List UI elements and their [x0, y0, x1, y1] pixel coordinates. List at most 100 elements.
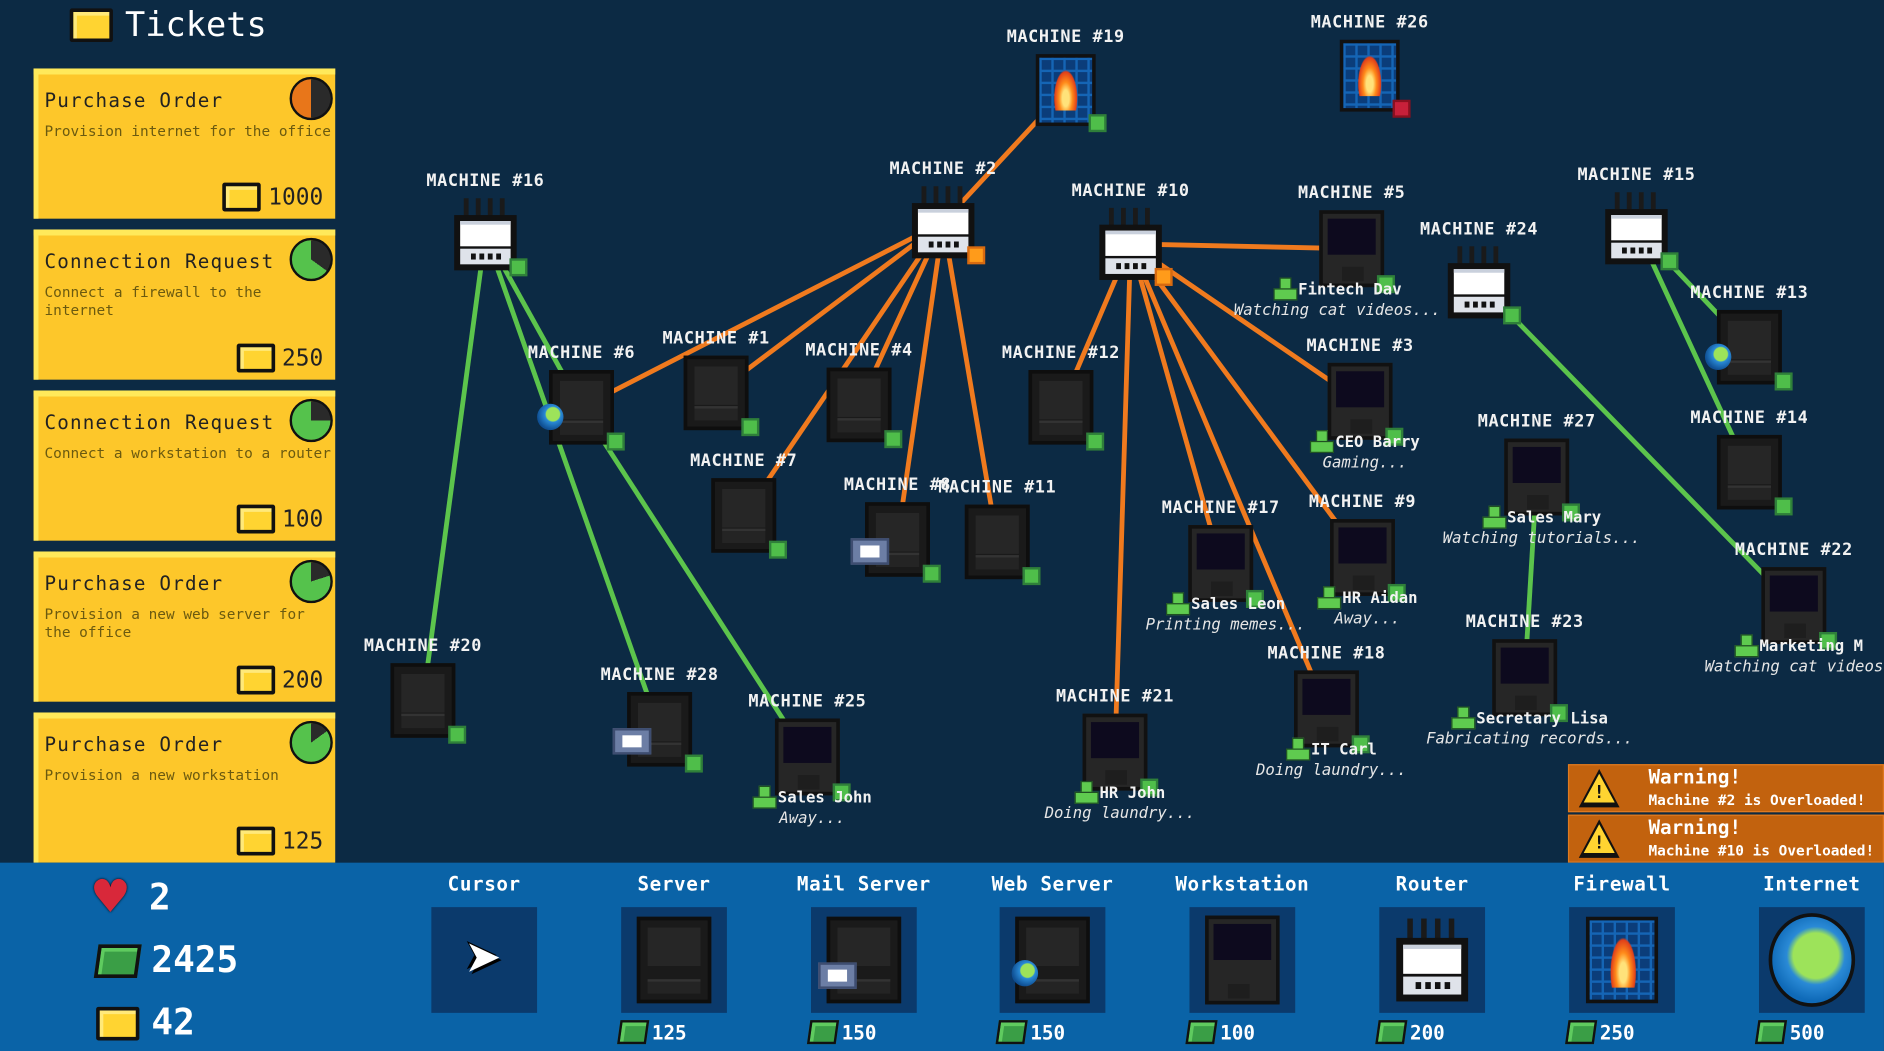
server-icon[interactable]: [390, 663, 456, 738]
timer-pie-icon: [289, 720, 333, 765]
port-icon[interactable]: [1564, 505, 1578, 520]
link-2-11[interactable]: [940, 221, 1000, 543]
port-icon[interactable]: [1088, 434, 1102, 449]
link-2-8[interactable]: [895, 221, 946, 540]
ticket-card[interactable]: Purchase Order Provision a new web serve…: [33, 551, 336, 702]
port-icon[interactable]: [609, 434, 623, 449]
ticket-card[interactable]: Purchase Order Provision internet for th…: [33, 68, 336, 219]
port-icon[interactable]: [1777, 499, 1791, 514]
link-10-9[interactable]: [1128, 242, 1365, 559]
tickets-title: Tickets: [124, 4, 267, 45]
workstation-icon[interactable]: [1188, 525, 1254, 602]
link-16-20[interactable]: [420, 233, 488, 701]
tool-internet[interactable]: Internet 500: [1734, 863, 1884, 1045]
tool-router[interactable]: Router 200: [1354, 863, 1510, 1045]
port-icon[interactable]: [1024, 569, 1039, 583]
link-10-17[interactable]: [1128, 243, 1224, 565]
ticket-card[interactable]: Purchase Order Provision a new workstati…: [33, 712, 336, 863]
link-2-6[interactable]: [580, 220, 945, 410]
server-icon[interactable]: [1716, 434, 1782, 510]
port-icon[interactable]: [687, 756, 701, 771]
server-icon[interactable]: [711, 478, 777, 553]
link-10-18[interactable]: [1128, 242, 1329, 710]
workstation-icon[interactable]: [1761, 567, 1827, 645]
workstation-icon[interactable]: [1327, 362, 1393, 440]
ticket-card[interactable]: Connection Request Connect a firewall to…: [33, 229, 336, 380]
port-icon[interactable]: [1821, 634, 1835, 648]
port-icon[interactable]: [1505, 308, 1519, 323]
router-icon[interactable]: [454, 198, 517, 271]
workstation-icon[interactable]: [1294, 670, 1359, 748]
tool-label: Workstation: [1175, 872, 1310, 896]
port-icon[interactable]: [1248, 592, 1262, 606]
link-16-28[interactable]: [483, 233, 662, 731]
firewall-icon[interactable]: [1035, 54, 1096, 127]
port-icon[interactable]: [1662, 254, 1677, 268]
server-icon[interactable]: [826, 367, 892, 443]
link-15-14[interactable]: [1634, 227, 1752, 474]
tool-server[interactable]: Server 125: [596, 863, 752, 1045]
tool-mail-server[interactable]: Mail Server 150: [786, 863, 942, 1045]
cash-icon: [806, 1020, 839, 1045]
server-icon[interactable]: [1028, 370, 1094, 445]
port-icon[interactable]: [925, 567, 939, 581]
machine-label: MACHINE #28: [600, 665, 719, 685]
tool-cursor[interactable]: Cursor ➤: [406, 863, 562, 1013]
server-icon[interactable]: [621, 907, 727, 1013]
workstation-icon[interactable]: [774, 718, 840, 796]
port-icon[interactable]: [1379, 277, 1393, 291]
port-icon[interactable]: [1552, 706, 1566, 720]
port-icon[interactable]: [1390, 586, 1404, 600]
machine-user: HR John Doing laundry...: [1045, 780, 1195, 823]
router-icon[interactable]: [911, 186, 975, 259]
port-icon[interactable]: [1157, 270, 1171, 284]
router-icon[interactable]: [1605, 192, 1668, 265]
warning-toast[interactable]: Warning! Machine #2 is Overloaded!: [1567, 764, 1884, 813]
workstation-icon[interactable]: [1504, 438, 1570, 516]
mail-server-icon[interactable]: [811, 907, 917, 1013]
port-icon[interactable]: [1394, 102, 1409, 116]
server-icon[interactable]: [964, 504, 1030, 580]
link-6-25[interactable]: [579, 406, 810, 759]
router-icon[interactable]: [1447, 246, 1511, 319]
port-icon[interactable]: [1387, 430, 1401, 444]
link-2-1[interactable]: [714, 220, 945, 395]
firewall-icon[interactable]: [1569, 907, 1675, 1013]
cash-icon: [995, 1020, 1028, 1045]
port-icon[interactable]: [511, 260, 526, 274]
workstation-icon[interactable]: [1082, 713, 1148, 791]
router-icon[interactable]: [1379, 907, 1486, 1013]
link-10-21[interactable]: [1112, 243, 1134, 753]
user-icon: [1317, 586, 1342, 610]
workstation-icon[interactable]: [1189, 907, 1296, 1013]
firewall-icon[interactable]: [1339, 39, 1400, 112]
link-10-5[interactable]: [1130, 241, 1352, 252]
workstation-icon[interactable]: [1319, 210, 1385, 288]
port-icon[interactable]: [1777, 374, 1791, 389]
port-icon[interactable]: [450, 728, 464, 742]
tool-web-server[interactable]: Web Server 150: [974, 863, 1130, 1045]
port-icon[interactable]: [1142, 780, 1156, 795]
port-icon[interactable]: [1090, 116, 1105, 130]
port-icon[interactable]: [743, 420, 757, 434]
port-icon[interactable]: [969, 248, 983, 262]
link-24-22[interactable]: [1477, 280, 1796, 608]
port-icon[interactable]: [886, 432, 900, 446]
router-icon[interactable]: [1099, 207, 1162, 280]
web-server-icon[interactable]: [999, 907, 1106, 1013]
ticket-card[interactable]: Connection Request Connect a workstation…: [33, 390, 336, 541]
warning-toast[interactable]: Warning! Machine #10 is Overloaded!: [1567, 814, 1884, 863]
port-icon[interactable]: [835, 785, 849, 799]
ticket-description: Connect a workstation to a router: [44, 444, 331, 462]
tool-workstation[interactable]: Workstation 100: [1164, 863, 1320, 1045]
workstation-icon[interactable]: [1330, 519, 1395, 596]
workstation-icon[interactable]: [1492, 639, 1558, 717]
tool-firewall[interactable]: Firewall 250: [1544, 863, 1700, 1045]
server-icon[interactable]: [683, 355, 749, 431]
internet-icon[interactable]: [1758, 907, 1865, 1013]
port-icon[interactable]: [1354, 737, 1368, 751]
link-10-3[interactable]: [1129, 241, 1362, 404]
cursor-icon[interactable]: ➤: [431, 907, 538, 1013]
user-icon: [1165, 592, 1190, 616]
port-icon[interactable]: [771, 543, 785, 557]
